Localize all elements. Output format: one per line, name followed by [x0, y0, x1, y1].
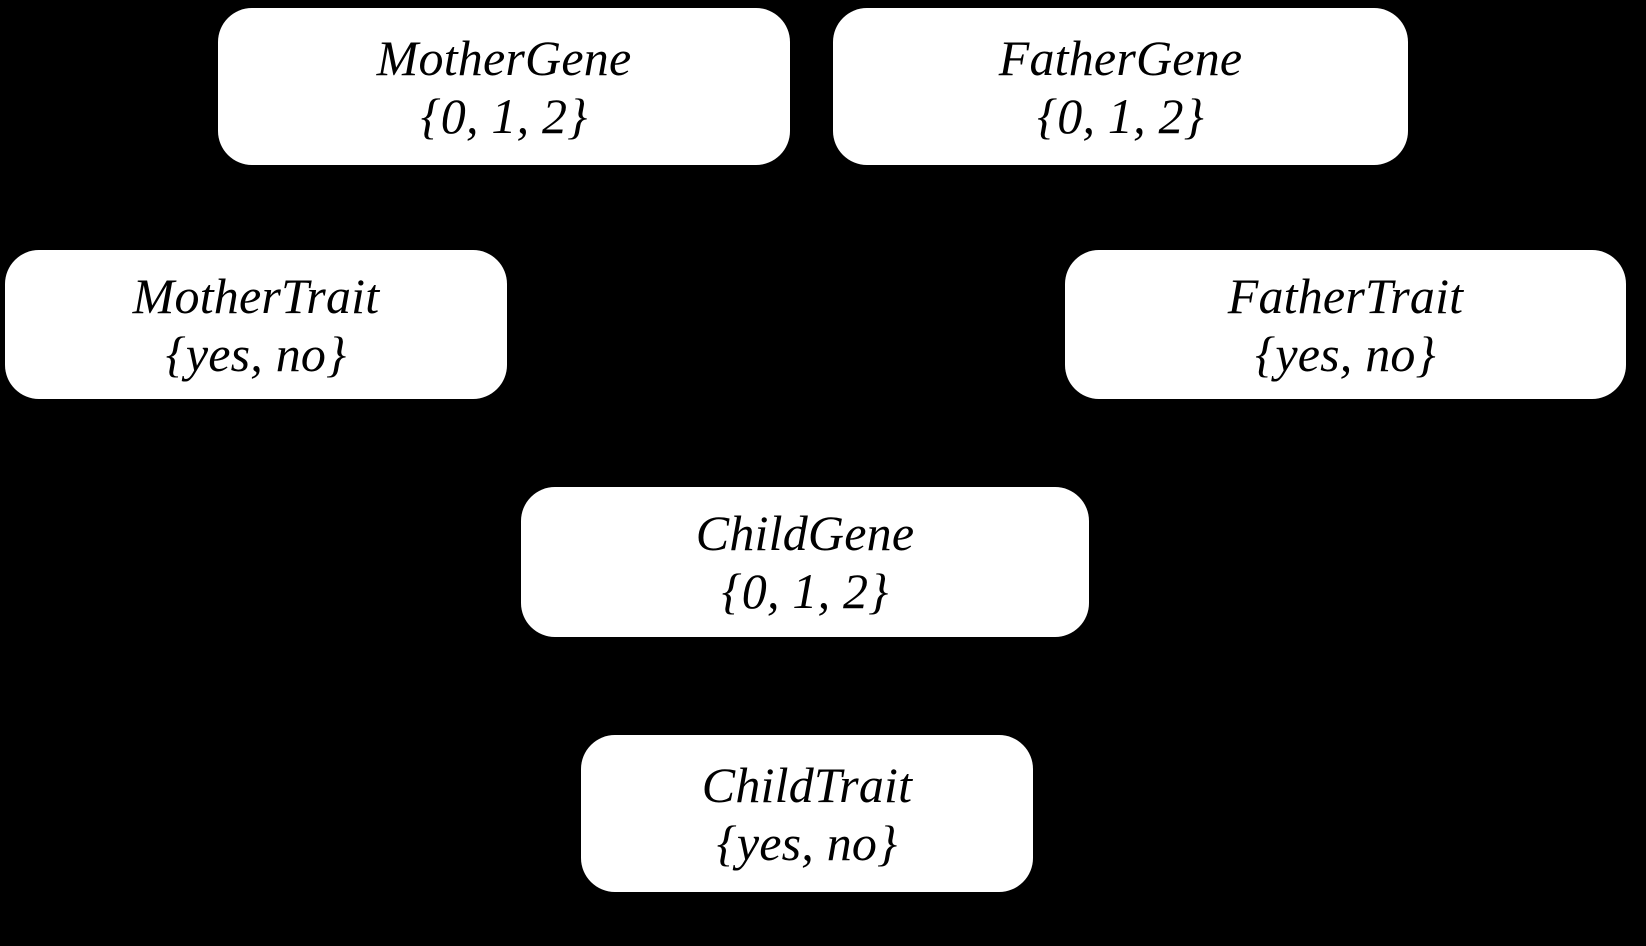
node-child-trait-domain: {yes, no} [716, 814, 898, 871]
node-mother-trait-domain: {yes, no} [165, 325, 347, 382]
node-father-trait-domain: {yes, no} [1255, 325, 1436, 382]
node-mother-trait[interactable]: MotherTrait {yes, no} [5, 250, 507, 399]
node-child-gene-label: ChildGene [695, 505, 915, 561]
node-mother-trait-label: MotherTrait [132, 267, 380, 324]
node-mother-gene-label: MotherGene [376, 29, 632, 86]
node-father-gene-domain: {0, 1, 2} [1037, 87, 1204, 144]
node-child-gene-domain: {0, 1, 2} [721, 563, 889, 619]
node-father-gene-label: FatherGene [998, 29, 1243, 86]
node-child-trait[interactable]: ChildTrait {yes, no} [581, 735, 1033, 892]
node-child-trait-label: ChildTrait [701, 756, 913, 813]
node-mother-gene[interactable]: MotherGene {0, 1, 2} [218, 8, 790, 165]
node-father-trait-label: FatherTrait [1227, 267, 1464, 324]
node-child-gene[interactable]: ChildGene {0, 1, 2} [521, 487, 1089, 637]
node-mother-gene-domain: {0, 1, 2} [420, 87, 588, 144]
node-father-trait[interactable]: FatherTrait {yes, no} [1065, 250, 1626, 399]
node-father-gene[interactable]: FatherGene {0, 1, 2} [833, 8, 1408, 165]
